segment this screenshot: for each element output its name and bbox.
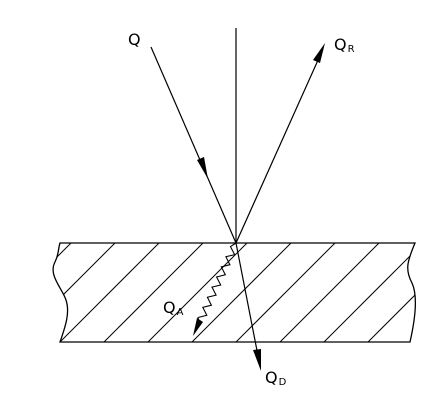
absorbed-arrowhead: [193, 318, 203, 336]
transmitted-ray: [235, 242, 261, 371]
hatch-line: [354, 243, 416, 342]
hatch-line: [53, 243, 173, 342]
reflected-arrowhead: [313, 43, 325, 63]
transmitted-arrowhead: [253, 349, 261, 371]
hatch-line: [53, 243, 129, 342]
reflected-ray: [235, 43, 325, 244]
hatch-line: [53, 243, 85, 342]
label-absorbed: QA: [163, 298, 184, 318]
absorbed-zigzag: [197, 242, 237, 325]
slab-outline: [52, 242, 416, 343]
hatch-line: [134, 243, 261, 342]
hatch-line: [0, 230, 40, 355]
label-transmitted: QD: [265, 368, 287, 388]
incident-ray: [150, 46, 237, 244]
hatch-line: [266, 243, 393, 342]
hatch-line: [178, 243, 305, 342]
hatch-line: [90, 243, 217, 342]
hatch-line: [222, 243, 349, 342]
slab-hatching: [0, 230, 416, 355]
label-reflected: QR: [334, 35, 355, 55]
hatch-line: [398, 243, 416, 342]
medium-slab: [0, 230, 416, 355]
incident-arrowhead: [197, 157, 208, 179]
absorbed-ray: [193, 242, 237, 336]
label-incident: Q: [128, 30, 141, 49]
